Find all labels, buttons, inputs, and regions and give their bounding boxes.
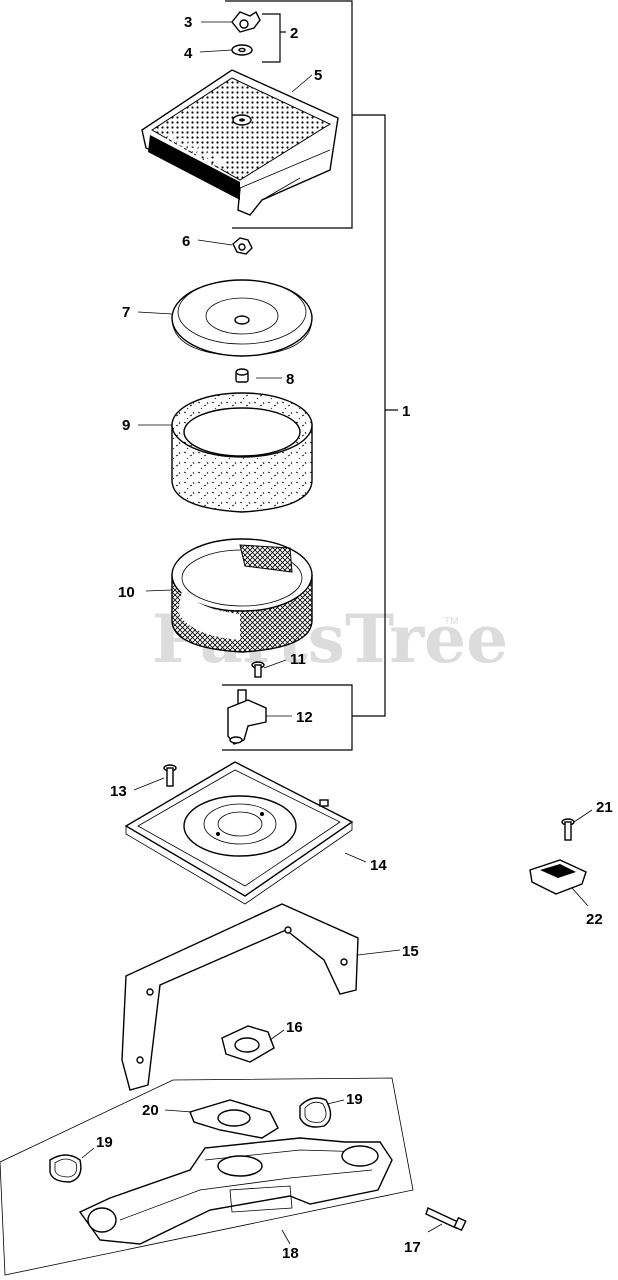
callout-15: 15: [402, 943, 419, 960]
callout-19-left: 19: [96, 1134, 113, 1151]
bolt-part-11: [251, 661, 265, 678]
callout-13: 13: [110, 783, 127, 800]
cover-nut-part: [232, 237, 253, 255]
leader-lines: [81, 21, 593, 1245]
callout-22: 22: [586, 911, 603, 928]
element-bracket-part: [227, 689, 267, 745]
gasket-part-19-right: [299, 1097, 332, 1128]
callout-20: 20: [142, 1102, 159, 1119]
callout-6: 6: [182, 233, 190, 250]
support-bracket-part: [121, 903, 359, 1091]
callout-14: 14: [370, 857, 387, 874]
washer-part: [231, 44, 253, 56]
gasket-part-20: [189, 1099, 279, 1139]
callout-17: 17: [404, 1239, 421, 1256]
precleaner-cover-part: [171, 279, 313, 357]
base-plate-part: [124, 761, 354, 905]
callout-labels: 3 2 4 5 6 7 8 1 9 10 11 12 13 14 15 16 2…: [96, 14, 613, 1262]
screw-part-13: [163, 764, 177, 787]
callout-8: 8: [286, 371, 294, 388]
callout-7: 7: [122, 304, 130, 321]
bolt-part-17: [425, 1207, 467, 1232]
intake-manifold-part: [78, 1137, 393, 1245]
air-filter-element-part: [171, 538, 313, 653]
callout-3: 3: [184, 14, 192, 31]
foam-precleaner-part: [171, 392, 313, 513]
callout-2: 2: [290, 25, 298, 42]
callout-4: 4: [184, 45, 193, 62]
callout-18: 18: [282, 1245, 299, 1262]
callout-5: 5: [314, 67, 322, 84]
assembly-bracket-lines: [0, 0, 414, 1276]
callout-21: 21: [596, 799, 613, 816]
callout-11: 11: [290, 651, 306, 668]
screw-part-21: [561, 818, 575, 841]
callout-10: 10: [118, 584, 135, 601]
air-cleaner-cover-part: KOHLER: [141, 69, 339, 216]
callout-19-right: 19: [346, 1091, 363, 1108]
wing-nut-part: [231, 10, 261, 33]
plug-part-22: [529, 859, 587, 895]
watermark-trademark: TM: [444, 616, 458, 627]
callout-12: 12: [296, 709, 313, 726]
grommet-part: [235, 368, 249, 383]
gasket-part-19-left: [49, 1154, 82, 1183]
gasket-part-16: [221, 1025, 275, 1063]
callout-9: 9: [122, 417, 130, 434]
callout-1: 1: [402, 403, 410, 420]
callout-16: 16: [286, 1019, 303, 1036]
